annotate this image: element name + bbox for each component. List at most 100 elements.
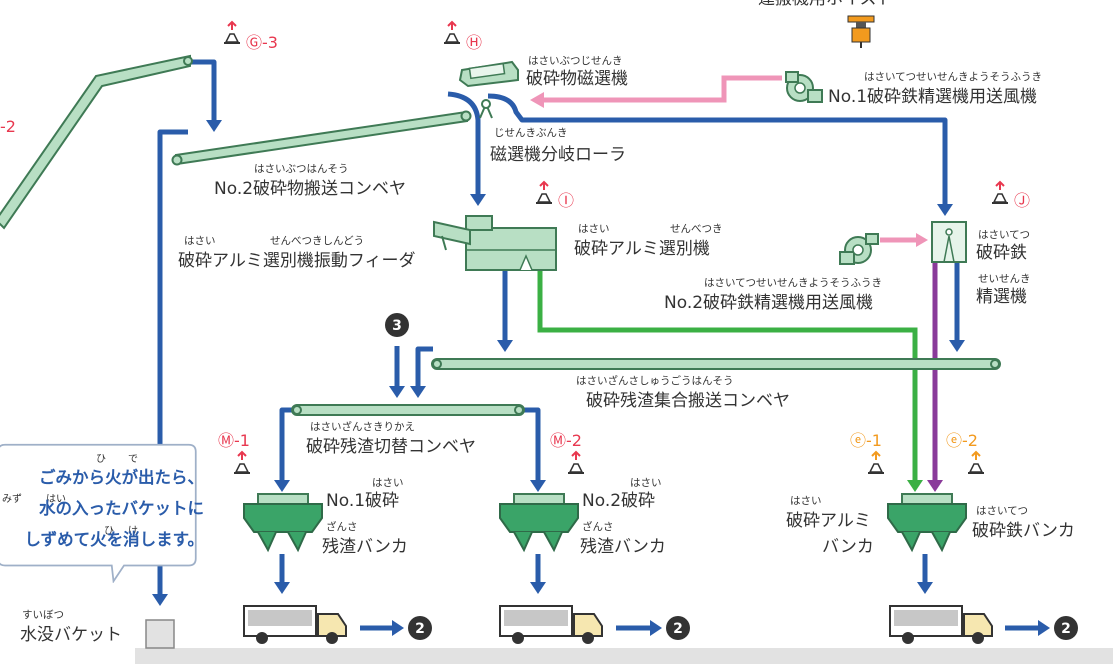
pink-air-lines (542, 75, 918, 243)
bunker-1 (243, 493, 323, 553)
bunker1-label-a: No.1破砕 (326, 491, 399, 511)
no2-blower-label: No.2破砕鉄精選機用送風機 (664, 293, 873, 313)
al-bunker-label-b: バンカ (822, 537, 874, 557)
submerged-bucket (145, 619, 175, 649)
al-bunker-ruby: はさい (790, 495, 822, 507)
hoist-label: 運搬機用ホイスト (758, 0, 894, 9)
al-bunker-label-a: 破砕アルミ (786, 511, 871, 531)
hoist-icon (847, 15, 875, 48)
residue-switch-conveyor (291, 404, 525, 416)
collect-to-switch-line (415, 346, 433, 388)
iron-refiner-label-2: 精選機 (976, 287, 1027, 307)
blue-flow-lines (152, 59, 1050, 636)
residue-switch-ruby: はさいざんさきりかえ (310, 420, 415, 433)
bubble-ruby-hi2: ひ (104, 526, 114, 537)
bubble-ruby-ke: け (128, 526, 138, 537)
al-separator-ruby-2: せんべつき (670, 223, 723, 235)
fire-note-line-3: しずめて火を消します。 (24, 530, 204, 549)
iron-refiner-ruby-1: はさいてつ (978, 229, 1030, 241)
marker-m2: Ⓜ-2 (550, 431, 582, 450)
iron-refiner-label-1: 破砕鉄 (976, 243, 1027, 263)
bubble-ruby-hai: はい (46, 494, 66, 505)
sensor-icons (224, 20, 1008, 474)
bunker1-ruby-b: ざんさ (326, 520, 358, 533)
marker-m1: Ⓜ-1 (218, 431, 250, 450)
bunker2-ruby-a: はさい (630, 477, 662, 489)
bucket-label: 水没バケット (20, 625, 122, 645)
al-separator-ruby-1: はさい (578, 223, 610, 235)
iron-bunker-ruby: はさいてつ (976, 505, 1028, 517)
circle-2-b: 2 (666, 616, 690, 640)
residue-collect-conveyor (431, 358, 1001, 370)
svg-text:2: 2 (673, 621, 683, 637)
bunker2-label-b: 残渣バンカ (580, 537, 666, 557)
al-separator-label: 破砕アルミ選別機 (574, 239, 710, 259)
bunker1-label-b: 残渣バンカ (322, 537, 408, 557)
al-separator (465, 215, 557, 271)
vib-feeder-label: 破砕アルミ選別機振動フィーダ (178, 251, 416, 271)
green-flow-line (537, 268, 918, 482)
marker-e1: ⓔ-1 (850, 431, 882, 450)
bubble-ruby-mizu: みず (2, 494, 22, 505)
circle-2-a: 2 (408, 616, 432, 640)
bubble-ruby-hi: ひ (96, 454, 106, 465)
no1-blower-label: No.1破砕鉄精選機用送風機 (828, 87, 1037, 107)
marker-i: Ⓘ (558, 191, 574, 210)
magnetic-separator-label: 破砕物磁選機 (526, 69, 628, 89)
magnetic-separator-ruby: はさいぶつじせんき (528, 55, 623, 67)
svg-text:3: 3 (392, 318, 402, 334)
no1-blower-ruby: はさいてつせいせんきようそうふうき (864, 71, 1042, 83)
truck-2 (499, 605, 603, 644)
conveyors (0, 54, 1001, 416)
floor (135, 648, 1113, 664)
bunker-2 (499, 493, 579, 553)
no2-blower (839, 233, 879, 265)
no2-conveyor-label: No.2破砕物搬送コンベヤ (214, 179, 406, 199)
branch-roller-label: 磁選機分岐ローラ (490, 145, 626, 165)
magnet-to-iron-line (487, 93, 948, 206)
fire-note-text: ごみから火が出たら、 水の入ったバケットに しずめて火を消します。 (0, 462, 204, 555)
no2-carry-conveyor (174, 110, 469, 166)
vib-feeder-ruby-1: はさい (184, 235, 216, 247)
residue-switch-label: 破砕残渣切替コンベヤ (306, 437, 476, 457)
marker-e2: ⓔ-2 (946, 431, 978, 450)
truck-3 (889, 605, 993, 644)
truck-1 (243, 605, 347, 644)
iron-refiner (931, 221, 967, 263)
bubble-ruby-de: で (128, 454, 138, 465)
branch-roller-ruby: じせんきぶんき (494, 127, 568, 139)
marker-h: Ⓗ (466, 33, 482, 52)
circle-2-c: 2 (1054, 616, 1078, 640)
magnetic-separator (458, 60, 519, 88)
bucket-ruby: すいぼつ (22, 609, 64, 621)
svg-text:2: 2 (415, 621, 425, 637)
no1-blower (785, 71, 823, 103)
al-iron-bunker (887, 493, 967, 553)
fire-note-bubble (0, 443, 197, 583)
switch-to-bunker1-line (279, 407, 300, 482)
vib-feeder-ruby-2: せんべつきしんどう (270, 235, 364, 247)
no2-conveyor-ruby: はさいぶつはんそう (254, 163, 349, 175)
switch-to-bunker2-line (516, 407, 541, 482)
bunker2-ruby-b: ざんさ (582, 520, 614, 533)
bunker2-label-a: No.2破砕 (582, 491, 655, 511)
bucket-vertical-line (157, 129, 188, 596)
marker-j: Ⓙ (1014, 191, 1030, 210)
bunker1-ruby-a: はさい (372, 477, 404, 489)
svg-text:2: 2 (1061, 621, 1071, 637)
fire-note-line-1: ごみから火が出たら、 (39, 468, 204, 487)
residue-collect-label: 破砕残渣集合搬送コンベヤ (586, 391, 790, 411)
iron-bunker-label: 破砕鉄バンカ (972, 521, 1075, 541)
marker-g2: -2 (0, 117, 16, 136)
vibrating-feeder (433, 220, 471, 251)
residue-collect-ruby: はさいざんさしゅうごうはんそう (576, 374, 734, 387)
left-diagonal-conveyor (0, 54, 191, 230)
g3-drop-line (186, 59, 217, 122)
no2-blower-ruby: はさいてつせいせんきようそうふうき (704, 277, 882, 289)
magnet-to-feeder-line (447, 91, 481, 196)
iron-refiner-ruby-2: せいせんき (978, 273, 1031, 285)
fire-note-line-2: 水の入ったバケットに (39, 499, 204, 518)
circle-3: 3 (385, 313, 409, 337)
